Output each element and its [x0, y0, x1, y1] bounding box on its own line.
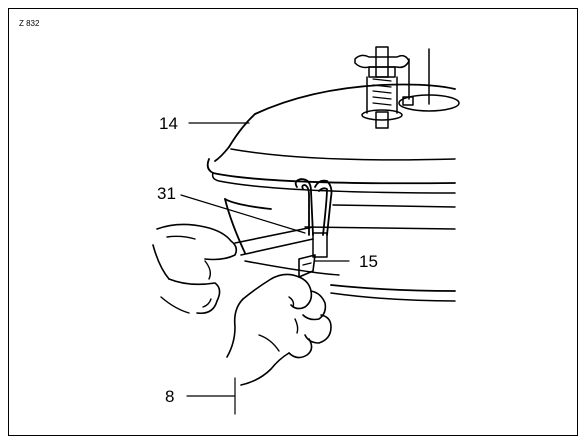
lid-dome: [214, 83, 456, 162]
right-hand: [226, 273, 332, 386]
centrifuge-illustration: 14 31 15 8: [152, 46, 460, 415]
clip: [298, 254, 316, 278]
knob-assembly: [354, 46, 460, 129]
callout-lid: 14: [159, 114, 178, 133]
callout-tool: 31: [157, 184, 176, 203]
figure-id: Z 832: [19, 19, 40, 28]
callouts: 14 31 15 8: [157, 114, 378, 406]
tool-rod: [234, 226, 314, 256]
figure-frame: Z 832: [8, 8, 578, 436]
clamp-loop: [294, 178, 333, 258]
rim: [206, 158, 456, 230]
callout-base: 8: [165, 387, 174, 406]
bowl-body: [224, 198, 456, 302]
left-hand: [152, 223, 238, 315]
leader-lines: [180, 122, 350, 415]
callout-clip: 15: [359, 252, 378, 271]
